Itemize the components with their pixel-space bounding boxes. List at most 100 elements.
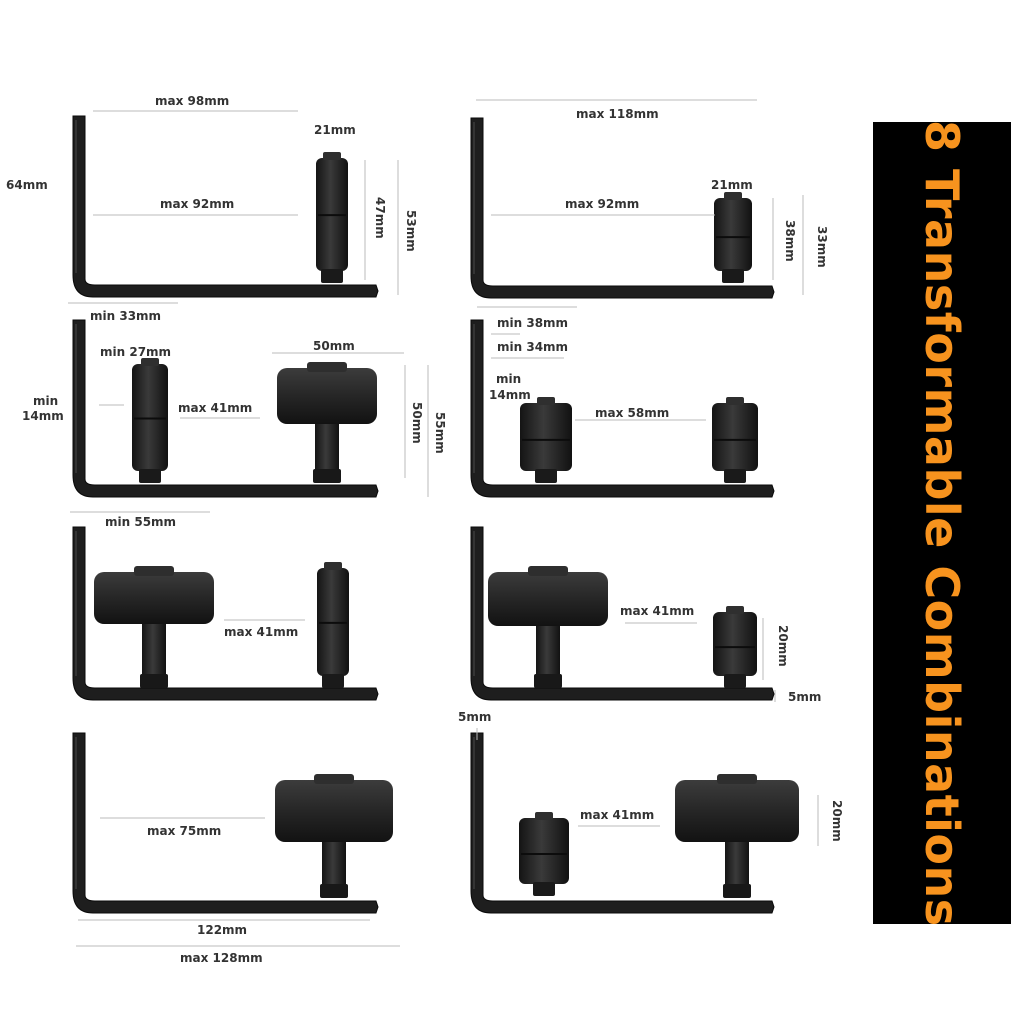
dim-50mm: 50mm xyxy=(410,402,424,444)
roller-cap xyxy=(724,192,742,200)
dim-53mm: 53mm xyxy=(404,210,418,252)
roller-sleeve xyxy=(519,818,569,884)
wheel-nut xyxy=(534,674,562,688)
wheel-disc xyxy=(275,780,393,842)
wheel-cap xyxy=(134,566,174,576)
wheel-cap xyxy=(717,774,757,784)
dim-max-92mm: max 92mm xyxy=(160,197,235,211)
roller-nut xyxy=(322,674,344,688)
roller-nut xyxy=(321,269,343,283)
dim-21mm: 21mm xyxy=(711,178,753,192)
bracket xyxy=(72,732,379,914)
dim-max-41mm: max 41mm xyxy=(178,401,253,415)
dim-max-98mm: max 98mm xyxy=(155,94,230,108)
dim-max-58mm: max 58mm xyxy=(595,406,670,420)
dim-5mm: 5mm xyxy=(788,690,822,704)
roller-nut xyxy=(139,469,161,483)
roller-sleeve xyxy=(520,403,572,471)
dim-20mm: 20mm xyxy=(830,800,844,842)
bracket-body xyxy=(470,117,775,299)
roller xyxy=(713,606,757,688)
roller-nut xyxy=(533,882,555,896)
bracket xyxy=(470,526,775,701)
wheel-nut xyxy=(313,469,341,483)
bracket-body xyxy=(470,526,775,701)
dim-min: min xyxy=(496,372,522,386)
dim-max-118mm: max 118mm xyxy=(576,107,659,121)
wheel-roller xyxy=(488,566,608,688)
dim-122mm: 122mm xyxy=(197,923,248,937)
dim-14mm: 14mm xyxy=(489,388,531,402)
bracket-body xyxy=(72,526,379,701)
wheel-roller xyxy=(94,566,214,688)
banner-title: 8 Transformable Combinations xyxy=(915,120,969,927)
wheel-cap xyxy=(307,362,347,372)
roller-sleeve xyxy=(714,198,752,271)
roller xyxy=(712,397,758,483)
wheel-disc xyxy=(488,572,608,626)
dim-55mm: 55mm xyxy=(433,412,447,454)
roller-nut xyxy=(724,469,746,483)
roller xyxy=(316,152,348,283)
wheel-post xyxy=(725,838,749,886)
bracket-body xyxy=(470,319,775,498)
bracket xyxy=(470,319,775,498)
wheel-post xyxy=(315,420,339,471)
dim-5mm: 5mm xyxy=(458,710,492,724)
roller xyxy=(520,397,572,483)
roller-nut xyxy=(535,469,557,483)
bracket-body xyxy=(72,115,379,298)
dim-64mm: 64mm xyxy=(6,178,48,192)
dim-min-34mm: min 34mm xyxy=(497,340,569,354)
roller-nut xyxy=(724,674,746,688)
wheel-post xyxy=(142,620,166,676)
roller-sleeve xyxy=(713,612,757,676)
dim-38mm: 38mm xyxy=(783,220,797,262)
dim-20mm: 20mm xyxy=(776,625,790,667)
wheel-roller xyxy=(277,362,377,483)
roller-nut xyxy=(722,269,744,283)
roller-cap xyxy=(726,397,744,405)
title-banner xyxy=(873,122,1011,924)
roller-cap xyxy=(726,606,744,614)
dim-min-27mm: min 27mm xyxy=(100,345,172,359)
bracket xyxy=(72,526,379,701)
roller xyxy=(317,562,349,688)
roller-cap xyxy=(141,358,159,366)
bracket-body xyxy=(72,732,379,914)
bracket-body xyxy=(470,732,775,914)
wheel-roller xyxy=(275,774,393,898)
roller-sleeve xyxy=(712,403,758,471)
dim-max-92mm: max 92mm xyxy=(565,197,640,211)
wheel-nut xyxy=(140,674,168,688)
bracket xyxy=(470,117,775,299)
bracket xyxy=(72,319,379,498)
dim-wheel-50mm: 50mm xyxy=(313,339,355,353)
roller xyxy=(519,812,569,896)
dim-33mm: 33mm xyxy=(815,226,829,268)
roller-cap xyxy=(324,562,342,570)
wheel-nut xyxy=(723,884,751,898)
bracket-body xyxy=(72,319,379,498)
dim-21mm: 21mm xyxy=(314,123,356,137)
roller-cap xyxy=(535,812,553,820)
dim-min-33mm: min 33mm xyxy=(90,309,162,323)
dim-14mm: 14mm xyxy=(22,409,64,423)
dim-min-55mm: min 55mm xyxy=(105,515,177,529)
dim-max-41mm: max 41mm xyxy=(620,604,695,618)
roller-cap xyxy=(537,397,555,405)
wheel-disc xyxy=(277,368,377,424)
dim-47mm: 47mm xyxy=(373,197,387,239)
wheel-disc xyxy=(94,572,214,624)
dim-max-128mm: max 128mm xyxy=(180,951,263,965)
dim-max-75mm: max 75mm xyxy=(147,824,222,838)
wheel-post xyxy=(322,838,346,886)
dim-min: min xyxy=(33,394,59,408)
dim-max-41mm: max 41mm xyxy=(580,808,655,822)
wheel-cap xyxy=(528,566,568,576)
wheel-nut xyxy=(320,884,348,898)
dim-max-41mm: max 41mm xyxy=(224,625,299,639)
bracket xyxy=(72,115,379,298)
